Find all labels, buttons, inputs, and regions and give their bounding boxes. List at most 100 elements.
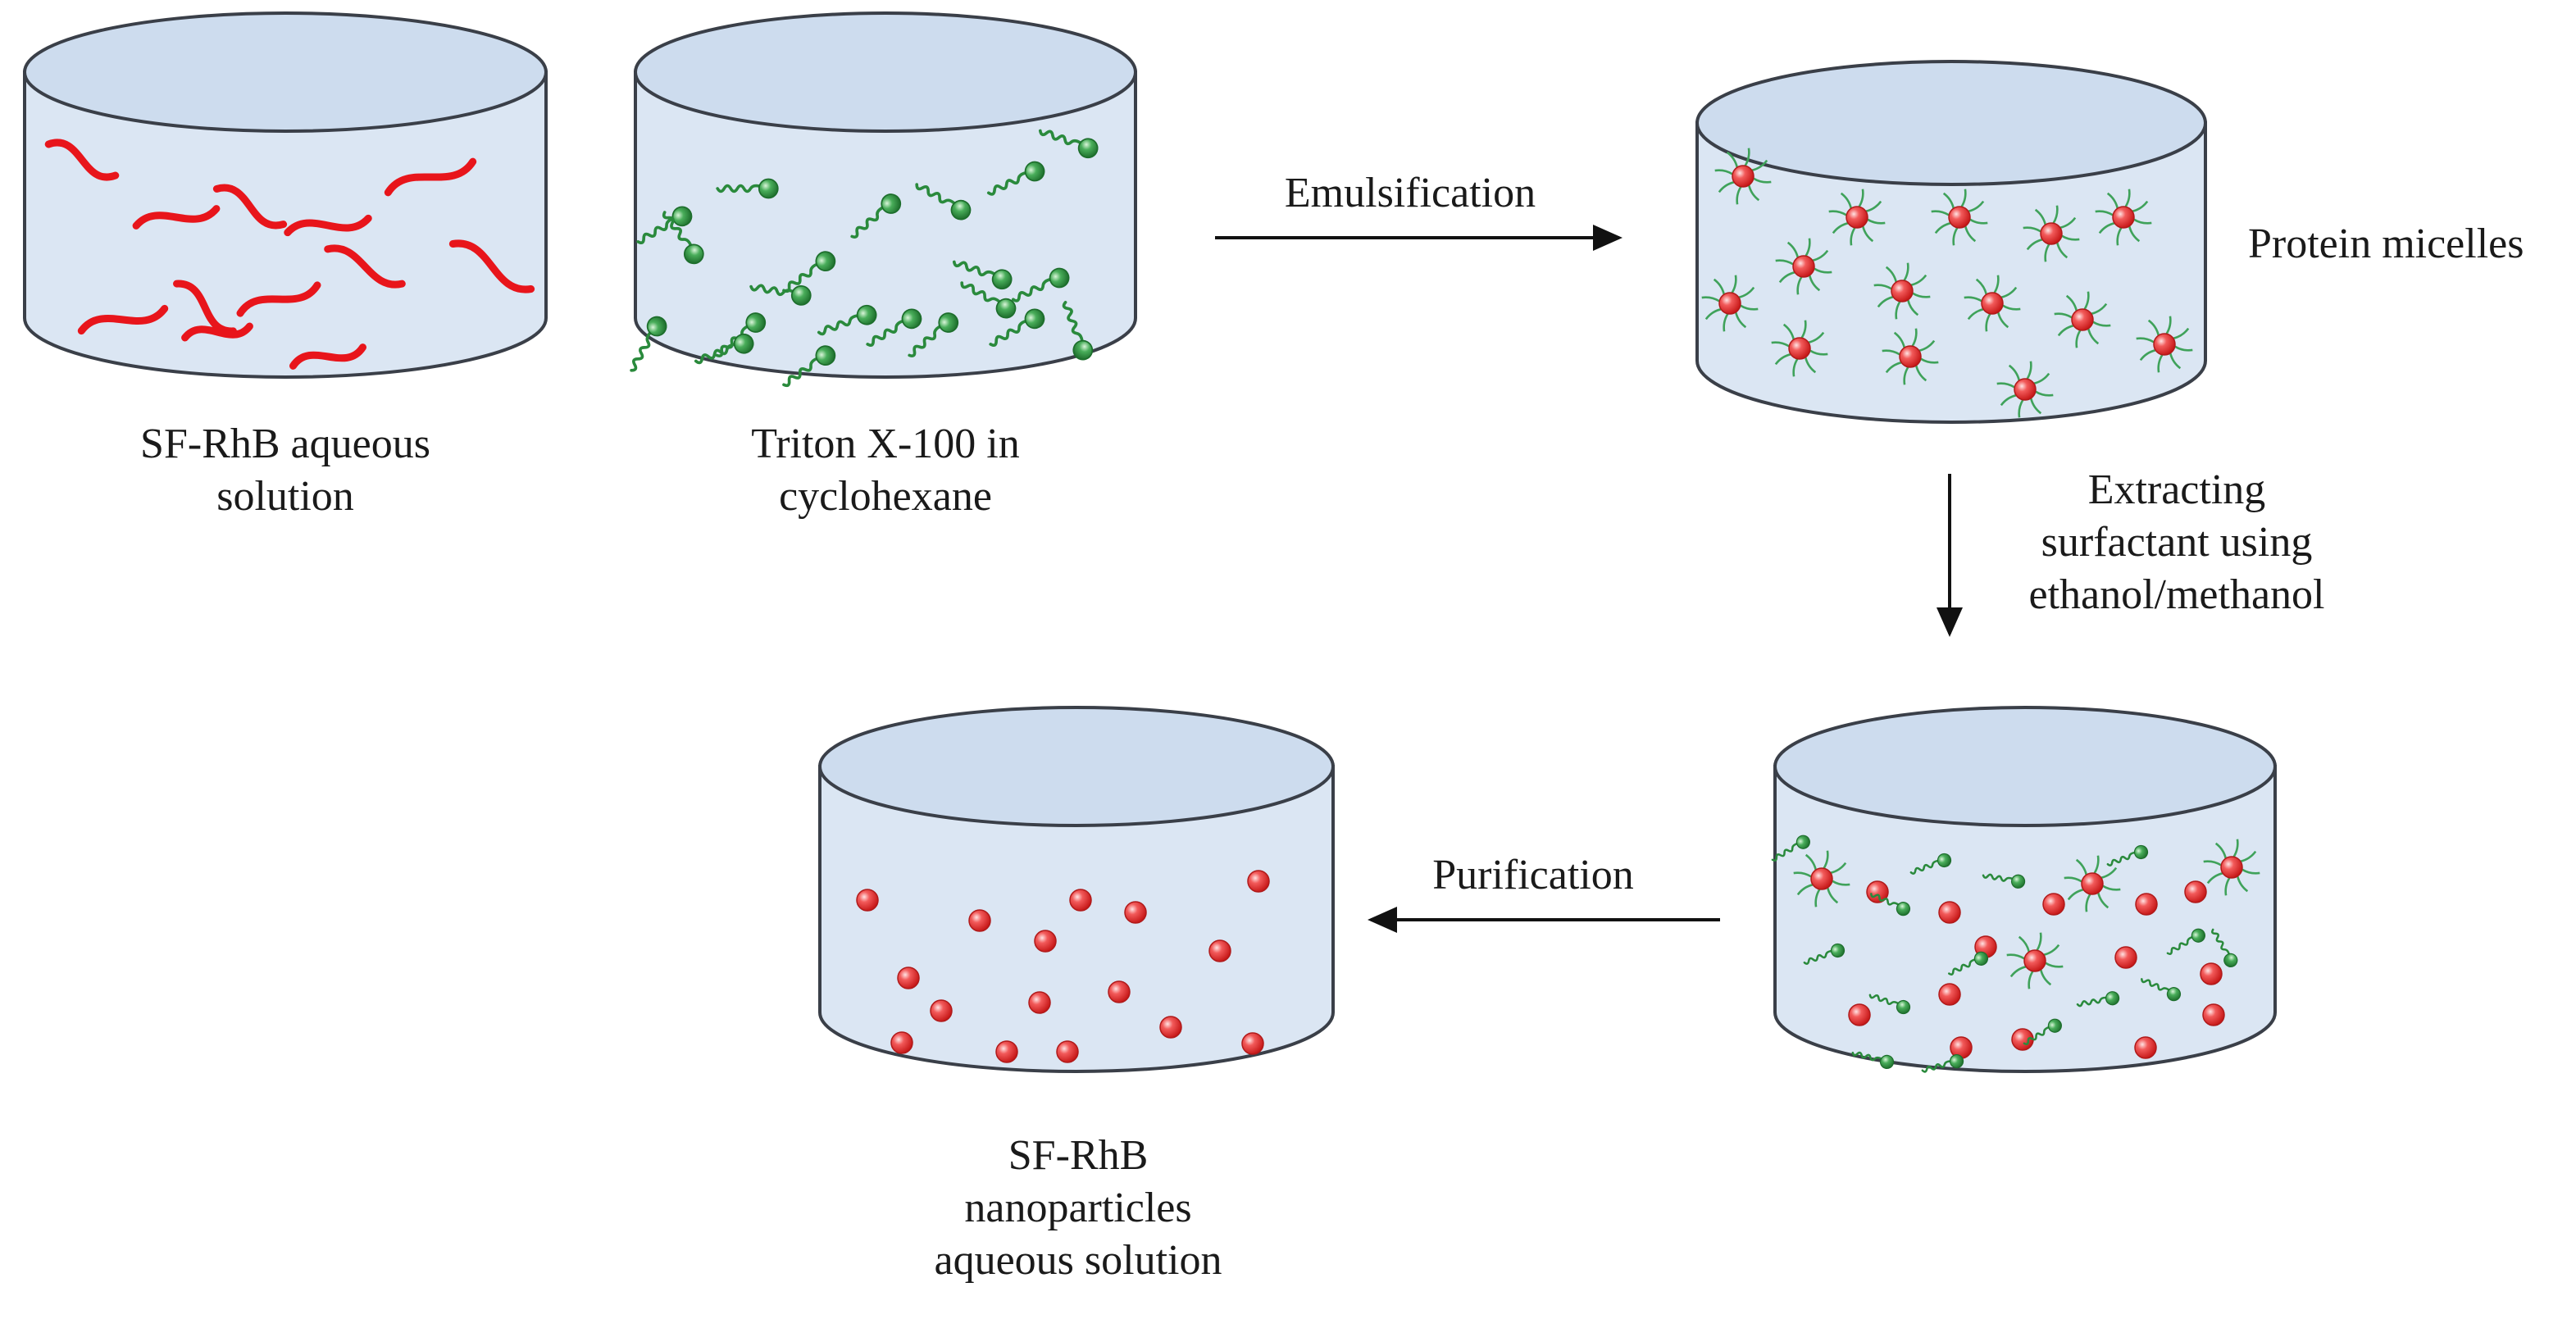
micelle-tail xyxy=(2092,321,2111,327)
micelle-tail xyxy=(2000,286,2018,299)
nanoparticle xyxy=(1247,870,1270,893)
micelle-core xyxy=(1718,292,1741,315)
micelle-tail xyxy=(1996,382,2015,389)
micelle-tail xyxy=(2133,218,2152,225)
protein-micelles-label: Protein micelles xyxy=(2248,218,2524,271)
micelle-core xyxy=(2014,378,2037,401)
micelle-tail xyxy=(1800,320,1807,339)
micelle xyxy=(1996,361,2054,418)
micelle-core xyxy=(1899,345,1922,368)
micelle-tail xyxy=(1960,189,1967,207)
surfactant-tail xyxy=(960,281,1006,309)
surfactant-head xyxy=(991,269,1013,290)
nanoparticle xyxy=(1028,991,1051,1014)
surfactant-molecule xyxy=(952,260,1013,290)
micelle-tail xyxy=(2102,885,2121,891)
surfactant-molecule xyxy=(989,308,1045,348)
nanoparticle xyxy=(995,1040,1018,1063)
surfactant-head xyxy=(2191,928,2205,943)
micelle-tail xyxy=(2026,361,2032,380)
micelle-tail xyxy=(1895,301,1901,320)
micelle-tail xyxy=(1809,349,1828,356)
surfactant-head xyxy=(1937,853,1952,868)
surfactant-tail xyxy=(2023,1025,2055,1045)
surfactant-head xyxy=(901,308,922,330)
surfactant-tail xyxy=(716,184,768,193)
micelle-tail xyxy=(2173,327,2190,340)
micelle-core xyxy=(2112,206,2135,229)
surfactant-head xyxy=(2223,953,2238,967)
surfactant-tail xyxy=(2106,851,2141,866)
surfactant-tail xyxy=(1870,893,1904,910)
nanoparticles-label-line-3: aqueous solution xyxy=(934,1237,1222,1284)
nanoparticle xyxy=(1069,889,1092,912)
micelle xyxy=(2136,316,2193,373)
sf-rhb-solution-label-line-2: solution xyxy=(216,473,354,520)
micelle-tail xyxy=(1823,850,1829,869)
micelle-tail xyxy=(1873,284,1892,290)
surfactant-tail xyxy=(1948,957,1982,976)
surfactant-molecule xyxy=(817,304,877,336)
micelle-core xyxy=(2071,308,2094,331)
micelle-tail xyxy=(1877,295,1894,308)
surfactant-molecule xyxy=(850,193,902,239)
micelle-tail xyxy=(1885,266,1898,283)
micelle-tail xyxy=(2065,294,2078,312)
surfactant-head xyxy=(646,316,667,337)
surfactant-molecule xyxy=(1909,853,1952,875)
nanoparticle xyxy=(1938,983,1961,1006)
micelle-tail xyxy=(2147,319,2160,336)
micelle-tail xyxy=(1828,210,1847,216)
micelle-core xyxy=(2153,333,2176,356)
micelle-tail xyxy=(2033,372,2050,385)
micelle-tail xyxy=(1753,177,1772,184)
surfactant-molecule xyxy=(782,251,836,293)
surfactant-molecule xyxy=(1982,873,2026,889)
micelle-tail xyxy=(1740,304,1759,311)
triton-cyclohexane-label-line-1: Triton X-100 in xyxy=(751,421,1020,467)
nanoparticle xyxy=(2135,893,2158,916)
nanoparticle xyxy=(2042,893,2065,916)
micelle-tail xyxy=(1910,274,1927,287)
micelle-tail xyxy=(1812,249,1829,262)
micelle-tail xyxy=(1911,328,1918,347)
micelle-tail xyxy=(1832,221,1849,234)
micelle-tail xyxy=(2035,390,2054,397)
micelle xyxy=(2006,932,2064,989)
surfactant-head xyxy=(745,312,767,333)
surfactant-molecule xyxy=(1771,835,1810,862)
nanoparticle xyxy=(890,1031,913,1054)
surfactant-tail xyxy=(989,318,1035,348)
protein-strand xyxy=(384,157,477,197)
surfactant-head xyxy=(2105,991,2120,1006)
micelle-core xyxy=(2040,222,2063,245)
nanoparticle xyxy=(2200,962,2223,985)
micelle-tail xyxy=(2214,842,2228,859)
micelle-tail xyxy=(1701,296,1720,302)
purification-label-line-1: Purification xyxy=(1432,852,1634,898)
micelle-tail xyxy=(2043,944,2060,957)
micelle-tail xyxy=(2034,208,2047,225)
extraction-label-line-1: Extracting xyxy=(2087,466,2266,513)
micelle-tail xyxy=(1726,151,1739,168)
micelle xyxy=(1882,328,1939,385)
surfactant-tail xyxy=(1011,277,1059,302)
container-extracted-mixture xyxy=(1771,706,2277,1073)
protein-micelles-label-line-1: Protein micelles xyxy=(2248,221,2524,267)
micelle-tail xyxy=(1805,238,1811,257)
surfactant-molecule xyxy=(960,281,1017,319)
surfactant-tail xyxy=(915,183,961,211)
surfactant-head xyxy=(815,251,836,272)
protein-strand xyxy=(132,205,221,230)
micelle-tail xyxy=(1782,323,1795,340)
surfactant-head xyxy=(1973,951,1989,966)
micelle-tail xyxy=(1718,180,1735,193)
surfactant-molecule xyxy=(986,161,1045,196)
surfactant-head xyxy=(1024,161,1045,182)
protein-strand xyxy=(448,239,535,293)
micelle-tail xyxy=(1912,292,1931,298)
micelle-tail xyxy=(1832,880,1850,886)
micelle-tail xyxy=(2028,971,2034,989)
micelle-core xyxy=(1792,255,1815,278)
micelle-tail xyxy=(1731,275,1737,293)
